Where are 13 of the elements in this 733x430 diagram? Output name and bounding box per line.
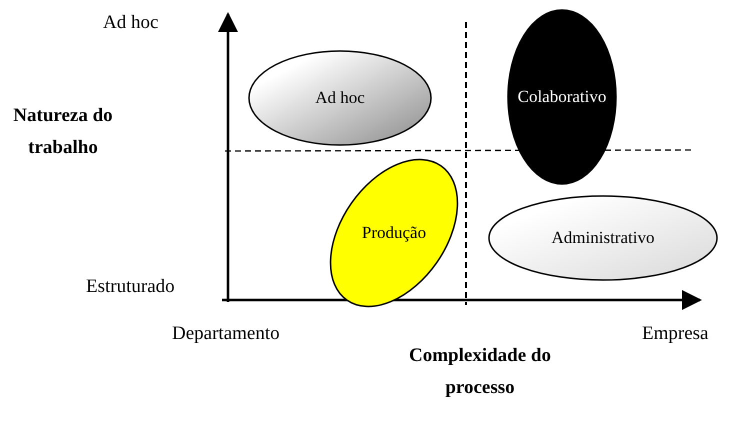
category-ellipse: [507, 9, 617, 185]
axis-title: Complexidade do processo: [408, 344, 552, 400]
axis-end-label: Ad hoc: [103, 12, 158, 34]
category-ellipse: [488, 195, 718, 281]
quadrant-label: Ad hoc: [314, 88, 366, 108]
quadrant-label: Colaborativo: [516, 87, 608, 107]
axis-end-label: Estruturado: [86, 276, 175, 298]
category-ellipse: [248, 50, 432, 146]
axis-title: Natureza do trabalho: [12, 104, 114, 160]
quadrant-label: Produção: [360, 223, 428, 243]
quadrant-label: Administrativo: [550, 228, 656, 248]
axis-end-label: Departamento: [172, 323, 280, 345]
axis-end-label: Empresa: [642, 323, 708, 345]
